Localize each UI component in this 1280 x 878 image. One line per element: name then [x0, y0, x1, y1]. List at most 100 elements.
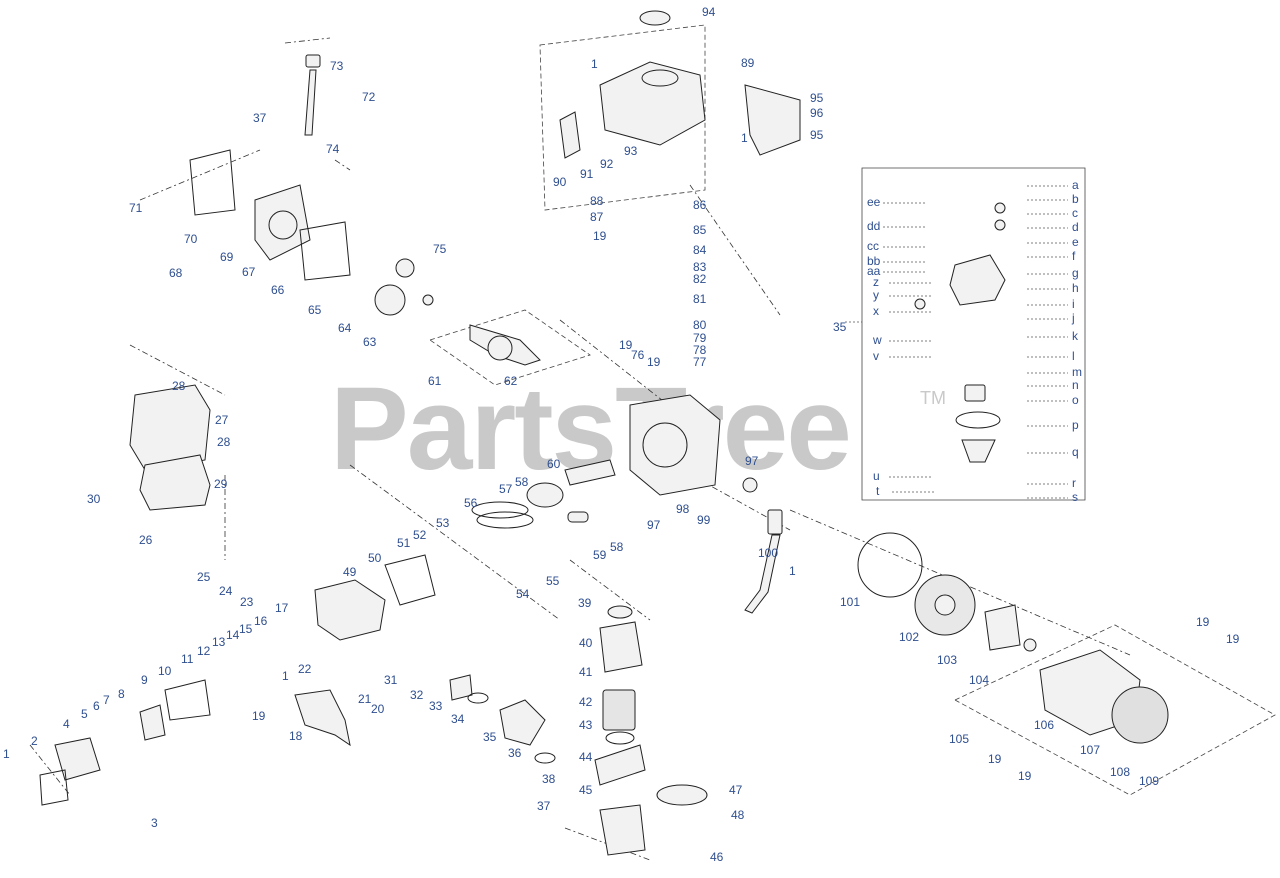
callout-41: 41	[579, 665, 593, 679]
blower-housing	[1039, 649, 1169, 744]
callout-51: 51	[397, 536, 411, 550]
inset-label-z: z	[873, 275, 879, 289]
callout-4: 4	[63, 717, 70, 731]
callout-39: 39	[578, 596, 592, 610]
callout-90: 90	[553, 175, 567, 189]
callout-49: 49	[343, 565, 357, 579]
callout-81: 81	[693, 292, 707, 306]
callout-105: 105	[949, 732, 969, 746]
inset-label-e: e	[1072, 235, 1079, 249]
callout-107: 107	[1080, 743, 1100, 757]
callout-19: 19	[1018, 769, 1032, 783]
inset-label-bb: bb	[867, 254, 881, 268]
inset-label-o: o	[1072, 393, 1079, 407]
callout-109: 109	[1139, 774, 1159, 788]
callout-75: 75	[433, 242, 447, 256]
callout-74: 74	[326, 142, 340, 156]
carburetor-inset-parts	[914, 202, 1006, 463]
callout-32: 32	[410, 688, 424, 702]
inset-label-x: x	[873, 304, 879, 318]
callout-58: 58	[515, 475, 529, 489]
flywheel	[857, 532, 1037, 652]
callout-62: 62	[504, 374, 518, 388]
callout-73: 73	[330, 59, 344, 73]
callout-94: 94	[702, 5, 716, 19]
callout-97: 97	[745, 454, 759, 468]
callout-56: 56	[464, 496, 478, 510]
engine-block	[629, 394, 758, 496]
inset-label-a: a	[1072, 178, 1079, 192]
ignition-coil	[744, 509, 783, 614]
callout-43: 43	[579, 718, 593, 732]
callout-11: 11	[181, 652, 194, 666]
callout-19: 19	[647, 355, 661, 369]
cylinder-shroud	[129, 384, 211, 511]
callout-5: 5	[81, 707, 88, 721]
callout-67: 67	[242, 265, 256, 279]
piston-group	[471, 459, 616, 529]
callout-24: 24	[219, 584, 233, 598]
inset-label-l: l	[1072, 349, 1075, 363]
callout-28: 28	[217, 435, 231, 449]
inset-label-c: c	[1072, 206, 1078, 220]
callout-40: 40	[579, 636, 593, 650]
cylinder-head	[314, 554, 436, 641]
inset-label-j: j	[1071, 311, 1075, 325]
callout-9: 9	[141, 673, 148, 687]
callout-57: 57	[499, 482, 513, 496]
callout-10: 10	[158, 664, 172, 678]
watermark-trademark: TM	[920, 388, 946, 408]
callout-70: 70	[184, 232, 198, 246]
inset-label-i: i	[1072, 297, 1075, 311]
callout-93: 93	[624, 144, 638, 158]
inset-label-r: r	[1072, 476, 1076, 490]
callout-102: 102	[899, 630, 919, 644]
callout-37: 37	[253, 111, 267, 125]
carburetor	[449, 674, 556, 764]
callout-1: 1	[741, 131, 748, 145]
callout-leaders	[883, 185, 1068, 499]
callout-42: 42	[579, 695, 593, 709]
callout-52: 52	[413, 528, 427, 542]
callout-63: 63	[363, 335, 377, 349]
dipstick	[189, 54, 321, 216]
exhaust-muffler	[294, 689, 351, 747]
callout-68: 68	[169, 266, 183, 280]
inset-label-s: s	[1072, 490, 1078, 504]
callout-45: 45	[579, 783, 593, 797]
callout-22: 22	[298, 662, 312, 676]
crankcase-cover	[254, 184, 434, 316]
callout-27: 27	[215, 413, 229, 427]
callout-36: 36	[508, 746, 522, 760]
callout-34: 34	[451, 712, 465, 726]
callout-77: 77	[693, 355, 707, 369]
callout-21: 21	[358, 692, 372, 706]
callout-91: 91	[580, 167, 594, 181]
fuel-tank	[559, 10, 801, 159]
inset-label-k: k	[1072, 329, 1079, 343]
callout-96: 96	[810, 106, 824, 120]
callout-18: 18	[289, 729, 303, 743]
air-cleaner	[594, 605, 708, 856]
fuel-tank-frame	[539, 24, 706, 211]
callout-26: 26	[139, 533, 153, 547]
callout-7: 7	[103, 693, 110, 707]
blower-housing-frame	[954, 624, 1276, 796]
inset-label-cc: cc	[867, 239, 879, 253]
valve-cover	[39, 679, 211, 806]
callout-19: 19	[619, 338, 633, 352]
callout-108: 108	[1110, 765, 1130, 779]
callout-38: 38	[542, 772, 556, 786]
callout-46: 46	[710, 850, 724, 864]
callout-48: 48	[731, 808, 745, 822]
inset-label-n: n	[1072, 378, 1079, 392]
callout-50: 50	[368, 551, 382, 565]
callout-92: 92	[600, 157, 614, 171]
inset-label-h: h	[1072, 281, 1079, 295]
callout-82: 82	[693, 272, 707, 286]
inset-label-t: t	[876, 484, 880, 498]
callout-37: 37	[537, 799, 551, 813]
callout-35: 35	[833, 320, 847, 334]
